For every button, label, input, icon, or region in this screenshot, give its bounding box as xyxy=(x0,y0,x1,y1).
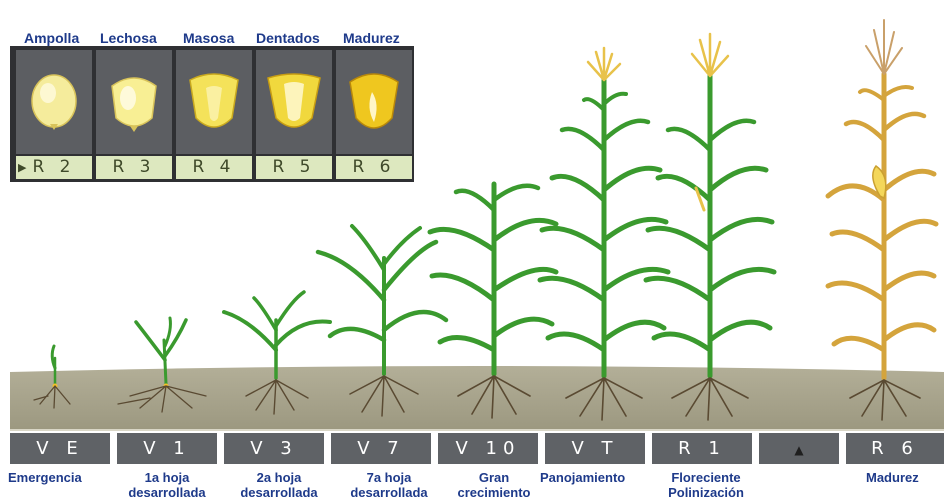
stage-name-v10: Grancrecimiento xyxy=(444,470,544,500)
stage-name-r6-line1: Madurez xyxy=(866,470,919,485)
stage-name-v10-line2: crecimiento xyxy=(444,485,544,500)
stage-vt: V T xyxy=(545,433,645,464)
stage-v3: V 3 xyxy=(224,433,324,464)
stage-name-v1-line2: desarrollada xyxy=(112,485,222,500)
stage-name-r1: FlorecientePolinización xyxy=(656,470,756,500)
stage-v1: V 1 xyxy=(117,433,217,464)
stage-ve: V E xyxy=(10,433,110,464)
stage-name-vt-line1: Panojamiento xyxy=(540,470,625,485)
stage-name-v3: 2a hojadesarrollada xyxy=(224,470,334,500)
stage-name-ve: Emergencia xyxy=(8,470,82,485)
stage-r1: R 1 xyxy=(652,433,752,464)
stage-name-v7: 7a hojadesarrollada xyxy=(334,470,444,500)
stage-name-v3-line1: 2a hoja xyxy=(224,470,334,485)
stage-v10: V 10 xyxy=(438,433,538,464)
stage-name-vt: Panojamiento xyxy=(540,470,625,485)
stage-name-r6: Madurez xyxy=(866,470,919,485)
plant-r1 xyxy=(646,34,774,420)
stage-name-ve-line1: Emergencia xyxy=(8,470,82,485)
up-triangle-icon: ▲ xyxy=(794,443,803,457)
stage-name-v1: 1a hojadesarrollada xyxy=(112,470,222,500)
stage-name-v7-line2: desarrollada xyxy=(334,485,444,500)
stage-name-v10-line1: Gran xyxy=(444,470,544,485)
plant-vt xyxy=(540,48,668,420)
stage-name-r1-line2: Polinización xyxy=(656,485,756,500)
stage-name-v7-line1: 7a hoja xyxy=(334,470,444,485)
stage-r6: R 6 xyxy=(846,433,944,464)
stage-name-v3-line2: desarrollada xyxy=(224,485,334,500)
stage-v7: V 7 xyxy=(331,433,431,464)
stage-gap: ▲ xyxy=(759,433,839,464)
plant-r6 xyxy=(828,20,936,420)
stage-name-r1-line1: Floreciente xyxy=(656,470,756,485)
stage-name-v1-line1: 1a hoja xyxy=(112,470,222,485)
